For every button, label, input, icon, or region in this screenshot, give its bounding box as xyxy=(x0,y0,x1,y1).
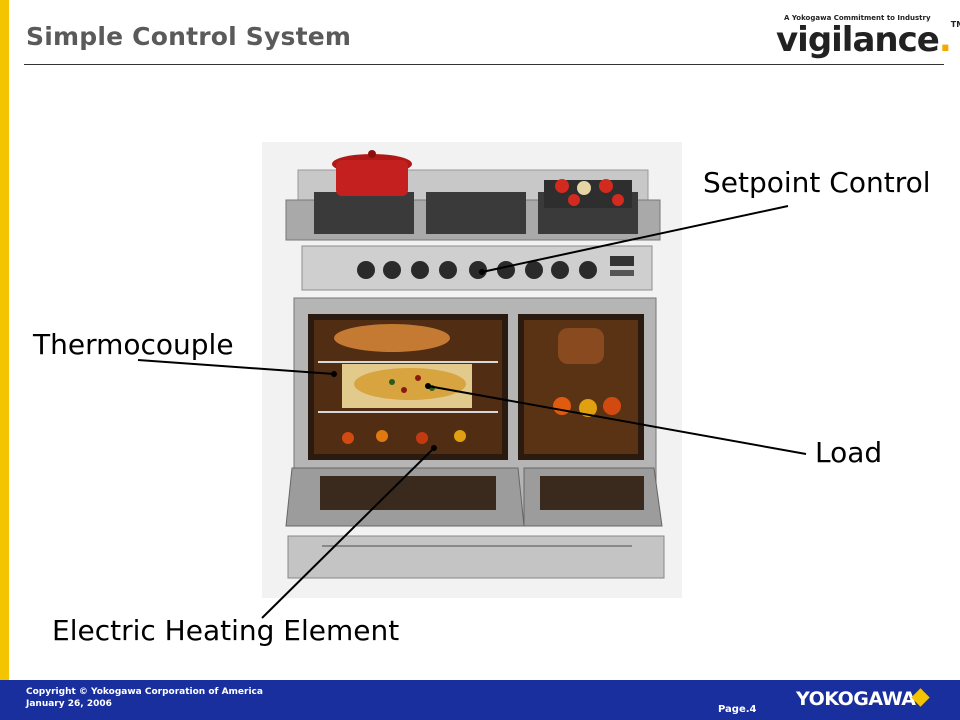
title-divider xyxy=(24,64,944,65)
storage-drawer xyxy=(287,535,665,579)
label-thermocouple: Thermocouple xyxy=(33,328,234,361)
right-food-2 xyxy=(579,399,597,417)
footer-bar: Copyright © Yokogawa Corporation of Amer… xyxy=(0,680,960,720)
left-accent-bar xyxy=(0,0,9,680)
red-pot xyxy=(336,160,408,196)
logo-word: vigilance.TM xyxy=(776,20,960,60)
label-electric-heating-element: Electric Heating Element xyxy=(52,614,400,647)
copyright-text: Copyright © Yokogawa Corporation of Amer… xyxy=(26,687,263,697)
knob-4 xyxy=(439,261,457,279)
logo-dot: . xyxy=(938,20,952,60)
vegetable-3 xyxy=(599,179,613,193)
lower-food-4 xyxy=(454,430,466,442)
rotisserie-meat xyxy=(558,328,604,364)
range-oven-photo xyxy=(262,142,682,598)
copyright-date: January 26, 2006 xyxy=(26,699,112,709)
label-setpoint-control: Setpoint Control xyxy=(703,166,931,199)
lower-food-2 xyxy=(376,430,388,442)
pot-knob xyxy=(368,150,376,158)
slide-title: Simple Control System xyxy=(26,22,352,51)
knob-3 xyxy=(411,261,429,279)
label-load: Load xyxy=(815,436,883,469)
vegetable-4 xyxy=(568,194,580,206)
burner-grate-middle xyxy=(426,192,526,234)
knob-2 xyxy=(383,261,401,279)
vigilance-logo: A Yokogawa Commitment to Industry vigila… xyxy=(774,14,960,62)
left-door-window xyxy=(320,476,496,510)
pizza xyxy=(354,368,466,400)
footer-copyright: Copyright © Yokogawa Corporation of Amer… xyxy=(26,686,263,710)
yokogawa-brand: YOKOGAWA xyxy=(796,688,916,710)
vegetable-2 xyxy=(577,181,591,195)
knob-5 xyxy=(469,261,487,279)
right-food-1 xyxy=(553,397,571,415)
lower-food-3 xyxy=(416,432,428,444)
knob-1 xyxy=(357,261,375,279)
knob-8 xyxy=(551,261,569,279)
right-food-3 xyxy=(603,397,621,415)
timer-buttons xyxy=(610,270,634,276)
timer-display xyxy=(610,256,634,266)
knob-6 xyxy=(497,261,515,279)
logo-tm: TM xyxy=(950,20,960,29)
logo-word-text: vigilance xyxy=(776,20,940,60)
knob-9 xyxy=(579,261,597,279)
right-door-window xyxy=(540,476,644,510)
knob-7 xyxy=(525,261,543,279)
vegetable-5 xyxy=(612,194,624,206)
upper-pie xyxy=(334,324,450,352)
lower-food-1 xyxy=(342,432,354,444)
control-knobs xyxy=(357,261,597,279)
page-number: Page.4 xyxy=(718,704,757,715)
logo-tagline: A Yokogawa Commitment to Industry xyxy=(784,14,931,22)
burner-grate-left xyxy=(314,192,414,234)
vegetable-1 xyxy=(555,179,569,193)
